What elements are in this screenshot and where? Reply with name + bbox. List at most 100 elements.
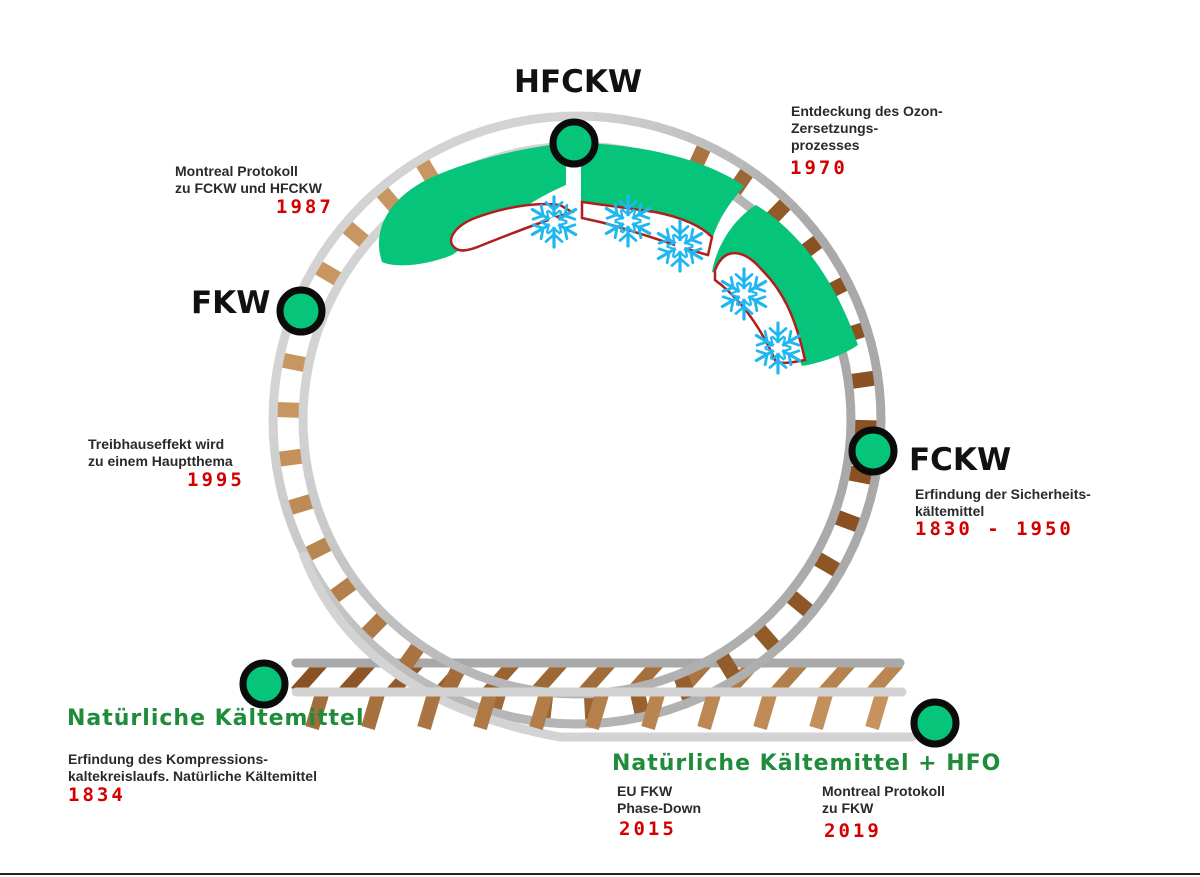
loop-rail-outer	[357, 630, 377, 650]
loop-rail-outer	[382, 169, 403, 188]
loop-rail-outer	[370, 178, 391, 198]
loop-rail-outer	[409, 151, 430, 169]
loop-rail-outer	[558, 718, 578, 729]
loop-rail-outer	[788, 201, 808, 222]
loop-rail-inner	[350, 576, 368, 596]
loop-rail-outer	[872, 371, 885, 391]
loop-rail-inner	[755, 610, 774, 629]
loop-rail-inner	[334, 553, 352, 572]
loop-rail-outer	[787, 620, 807, 640]
loop-rail-outer	[751, 652, 772, 671]
loop-rail-outer	[466, 125, 487, 141]
loop-rail-inner	[298, 432, 309, 449]
event-ozone-year: 1970	[790, 157, 848, 179]
loop-rail-inner	[489, 675, 508, 689]
straight-tie	[867, 658, 903, 697]
straight-tie	[641, 692, 665, 730]
event-montreal-2019-text: Montreal Protokoll zu FKW	[822, 783, 945, 816]
loop-rail-outer	[855, 512, 871, 533]
loop-rail-outer	[395, 160, 416, 178]
loop-rail-outer	[407, 669, 428, 688]
loop-rail-outer	[512, 114, 533, 128]
loop-rail-inner	[801, 554, 819, 574]
loop-rail-outer	[724, 671, 745, 689]
loop-rail-outer	[358, 189, 379, 209]
loop-rail-inner	[301, 460, 314, 478]
loop-rail-inner	[766, 600, 784, 619]
loop-rail-outer	[528, 112, 548, 125]
snowflake-group	[530, 194, 802, 375]
loop-rail-outer	[394, 660, 414, 679]
loop-rail-outer	[639, 118, 659, 132]
loop-rail-inner	[311, 501, 326, 520]
loop-rail-outer	[667, 699, 688, 715]
loop-rail-outer	[738, 662, 759, 680]
loop-rail-outer	[712, 145, 733, 162]
straight-tie	[361, 692, 385, 730]
loop-rail-outer	[346, 618, 366, 639]
station-node-fkw	[276, 286, 326, 336]
snowflake-icon	[754, 321, 802, 375]
ozone-segment-left	[378, 143, 566, 266]
event-eu-phase-down-text: EU FKW Phase-Down	[617, 783, 702, 816]
loop-rail-inner	[307, 487, 321, 506]
loop-rail-outer	[799, 213, 819, 234]
loop-rail-outer	[268, 433, 280, 453]
loop-rail-outer	[268, 385, 280, 405]
loop-rail-outer	[621, 712, 642, 726]
loop-rail-outer	[856, 309, 872, 330]
event-montreal-2019-year: 2019	[824, 820, 882, 842]
straight-tie	[753, 692, 777, 730]
loop-rail-outer	[775, 631, 796, 651]
snowflake-icon	[530, 195, 578, 249]
loop-rail-inner	[475, 670, 494, 685]
loop-rail-outer	[869, 355, 883, 376]
loop-rail-outer	[682, 693, 703, 709]
loop-rail-inner	[436, 652, 455, 669]
loop-rail-outer	[497, 117, 517, 131]
loop-rail-outer	[798, 608, 817, 628]
loop-rail-inner	[448, 659, 468, 675]
loop-rail-inner	[300, 374, 312, 392]
event-compression-year: 1834	[68, 784, 126, 806]
event-montreal-1987-text: Montreal Protokoll zu FCKW und HFCKW	[175, 163, 322, 196]
station-node-natural	[239, 659, 289, 709]
straight-tie	[697, 692, 721, 730]
loop-rail-inner	[299, 446, 311, 464]
snowflake-icon	[656, 219, 704, 273]
loop-rail-inner	[301, 360, 314, 378]
loop-rail-inner	[368, 598, 387, 617]
loop-rail-outer	[809, 225, 828, 246]
loop-rail-outer	[826, 569, 845, 590]
loop-rail-outer	[865, 482, 879, 502]
loop-rail-inner	[845, 391, 856, 408]
loop-rail-outer	[740, 161, 760, 180]
loop-rail-inner	[360, 232, 379, 251]
loop-rail-inner	[298, 389, 310, 407]
stage-label-natural: Natürliche Kältemittel	[67, 706, 365, 731]
station-node-natural-hfo	[910, 698, 960, 748]
loop-rail-outer	[608, 113, 628, 125]
loop-rail-inner	[644, 676, 663, 690]
loop-rail-outer	[808, 595, 827, 616]
straight-tie	[417, 692, 441, 730]
event-ozone-text: Entdeckung des Ozon- Zersetzungs- prozes…	[791, 103, 943, 153]
straight-tie	[305, 692, 329, 730]
station-node-hfckw	[549, 118, 599, 168]
loop-rail-outer	[654, 122, 675, 136]
snowflake-icon	[604, 194, 652, 248]
loop-rail-outer	[752, 170, 773, 189]
loop-rail-outer	[270, 369, 282, 389]
loop-rail-outer	[835, 555, 852, 576]
loop-rail-outer	[842, 541, 859, 562]
loop-rail-outer	[828, 252, 846, 273]
loop-rail-outer	[874, 387, 886, 407]
loop-rail-outer	[606, 715, 626, 728]
loop-rail-outer	[819, 238, 837, 259]
loop-rail-inner	[462, 665, 481, 680]
stage-label-natural-hfo: Natürliche Kältemittel + HFO	[612, 751, 1002, 776]
loop-rail-inner	[832, 489, 846, 508]
loop-rail-inner	[304, 474, 317, 492]
loop-rail-outer	[861, 324, 876, 345]
station-nodes	[239, 118, 960, 748]
